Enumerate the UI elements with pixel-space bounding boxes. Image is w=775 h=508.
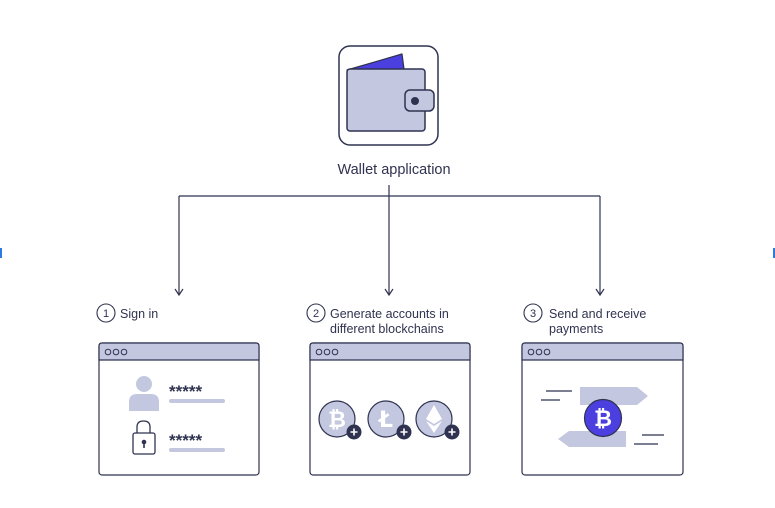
input-underline xyxy=(169,448,225,452)
accounts-window: ₿ Ł xyxy=(309,342,471,476)
password-mask: ***** xyxy=(169,431,202,450)
user-icon xyxy=(129,376,159,411)
window-controls-icon xyxy=(104,348,128,356)
input-underline xyxy=(169,399,225,403)
step-text-line-2: payments xyxy=(549,322,603,336)
step-text: Sign in xyxy=(120,307,158,321)
bitcoin-coin-icon: ₿ xyxy=(583,398,623,438)
step-text-line-1: Send and receive xyxy=(549,307,646,321)
bitcoin-symbol: ₿ xyxy=(328,408,346,433)
ethereum-coin-icon xyxy=(415,400,460,440)
step-number: 3 xyxy=(530,308,536,320)
edge-marker-left xyxy=(0,248,2,258)
step-1-label: 1 Sign in xyxy=(96,303,158,323)
padlock-icon xyxy=(132,420,156,455)
step-text-line-1: Generate accounts in xyxy=(330,307,449,321)
step-3-label: 3 Send and receive payments xyxy=(523,303,646,336)
step-number: 2 xyxy=(313,308,319,320)
password-mask: ***** xyxy=(169,382,202,401)
step-number: 1 xyxy=(103,308,109,320)
litecoin-symbol: Ł xyxy=(378,408,393,433)
wallet-icon xyxy=(338,45,439,146)
window-controls-icon xyxy=(527,348,551,356)
payments-window: ₿ xyxy=(521,342,684,476)
bitcoin-symbol: ₿ xyxy=(594,407,612,432)
edge-marker-right xyxy=(773,248,775,258)
sign-in-window: ***** ***** xyxy=(98,342,260,476)
diagram-title: Wallet application xyxy=(337,162,450,178)
tree-connector xyxy=(174,185,605,297)
window-controls-icon xyxy=(315,348,339,356)
step-text-line-2: different blockchains xyxy=(330,322,444,336)
litecoin-coin-icon: Ł xyxy=(367,400,412,440)
step-2-label: 2 Generate accounts in different blockch… xyxy=(306,303,449,336)
bitcoin-coin-icon: ₿ xyxy=(318,400,362,440)
